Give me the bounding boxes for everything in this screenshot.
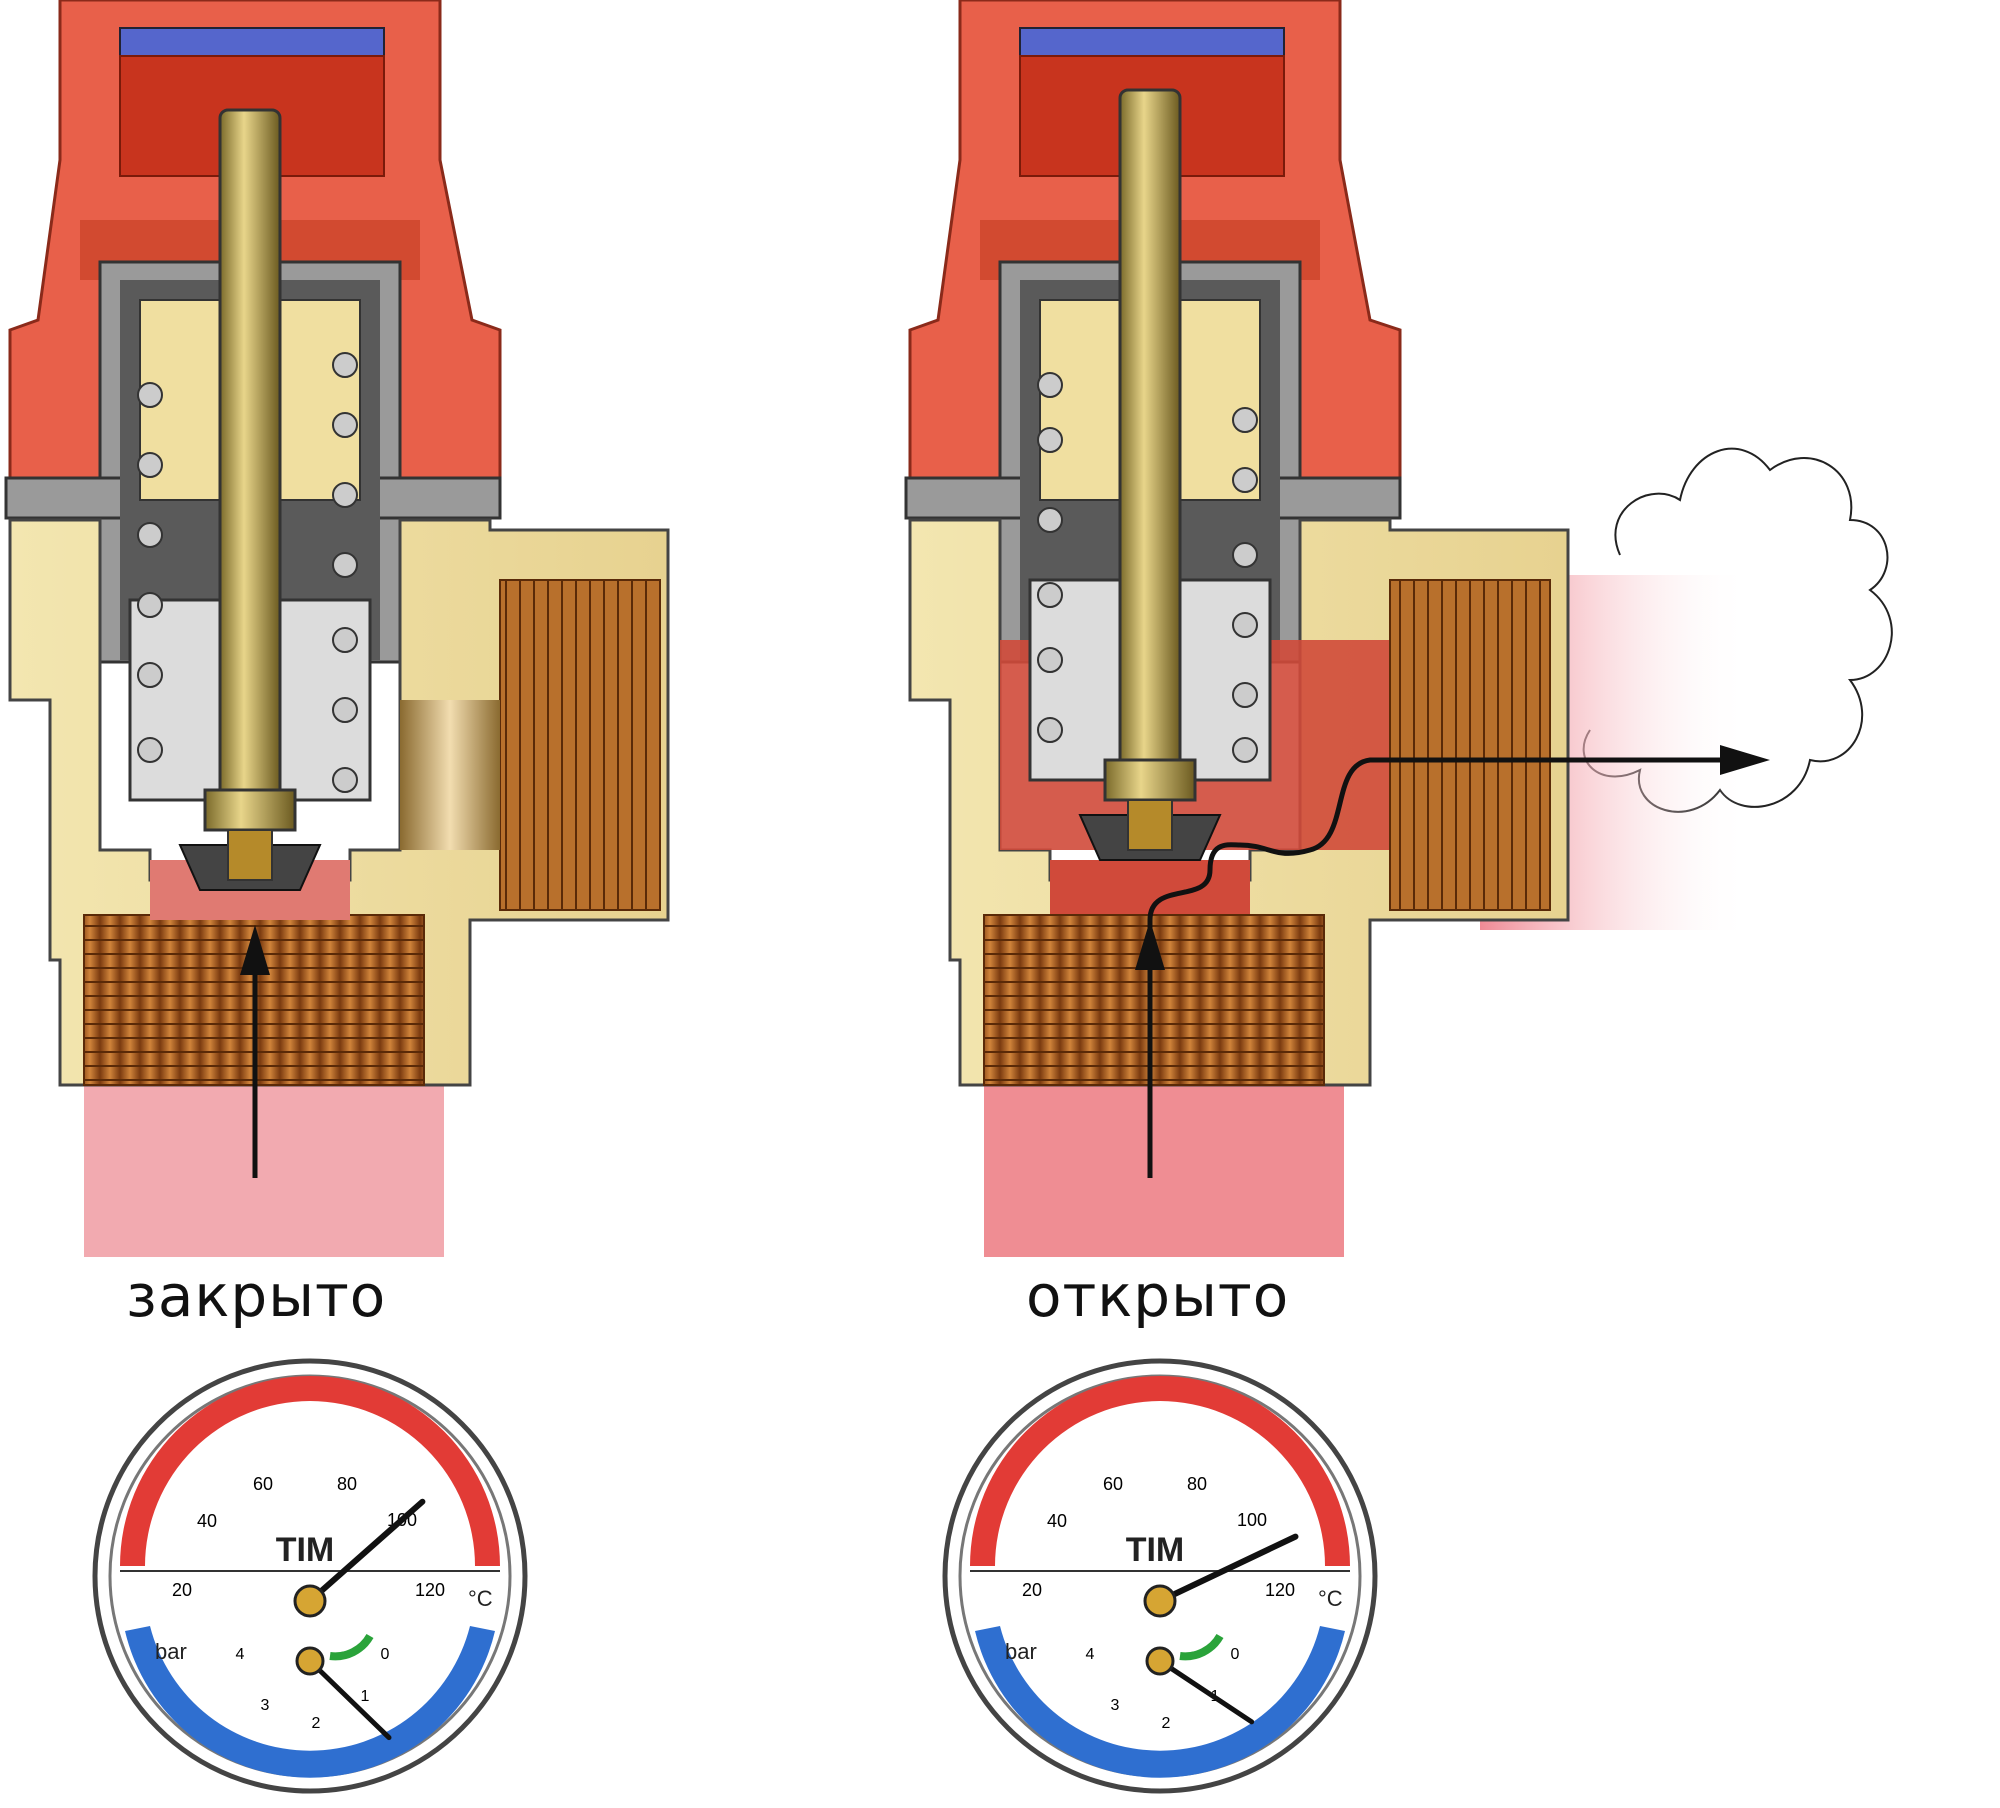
pressure-arc [125, 1626, 495, 1778]
inlet-thread [983, 914, 1325, 1086]
temp-tick-label: 120 [415, 1580, 445, 1600]
temp-tick-label: 80 [1187, 1474, 1207, 1494]
spring-coils [137, 352, 358, 793]
pressure-tick-label: 3 [1111, 1697, 1120, 1714]
valve-closed-cross-section [4, 0, 670, 1257]
inlet-water [984, 1085, 1344, 1257]
temp-tick-label: 20 [172, 1580, 192, 1600]
pressure-safe-zone [1179, 1633, 1224, 1661]
pressure-tick-label: 4 [236, 1646, 245, 1663]
pressure-tick-label: 4 [1086, 1646, 1095, 1663]
temp-tick-label: 20 [1022, 1580, 1042, 1600]
temp-arc [120, 1376, 500, 1566]
cap-blue-ring [1019, 27, 1285, 57]
temp-unit: °C [1318, 1586, 1343, 1611]
valve-stem [1118, 88, 1182, 782]
temp-tick-label: 60 [1103, 1474, 1123, 1494]
outlet-channel [400, 700, 500, 850]
pressure-unit: bar [155, 1639, 187, 1664]
temp-needle [307, 1498, 426, 1604]
pressure-tick-label: 0 [381, 1646, 390, 1663]
outlet-thread [1389, 579, 1551, 911]
temp-tick-label: 100 [1237, 1510, 1267, 1530]
inlet-water [84, 1085, 444, 1257]
flow-arrow [1147, 757, 1760, 1178]
temp-tick-label: 80 [337, 1474, 357, 1494]
temp-needle [1157, 1533, 1299, 1604]
pressure-tick-label: 0 [1231, 1646, 1240, 1663]
cap-blue-ring [119, 27, 385, 57]
pressure-safe-zone [329, 1633, 374, 1661]
temp-tick-label: 60 [253, 1474, 273, 1494]
temp-tick-label: 40 [1047, 1511, 1067, 1531]
pressure-arc [975, 1626, 1345, 1778]
valve-open-cross-section [904, 0, 1893, 1257]
temp-unit: °C [468, 1586, 493, 1611]
pressure-tick-label: 1 [361, 1688, 370, 1705]
pressure-needle [307, 1658, 392, 1741]
pressure-needle [1157, 1658, 1255, 1725]
temp-tick-label: 120 [1265, 1580, 1295, 1600]
temp-tick-label: 40 [197, 1511, 217, 1531]
pressure-tick-label: 2 [312, 1715, 321, 1732]
pressure-tick-label: 2 [1162, 1715, 1171, 1732]
gauge-open: TIM °C bar 20 40 60 80 100 120 4 3 2 1 0 [942, 1358, 1378, 1794]
label-open: открыто [1026, 1262, 1290, 1330]
pressure-tick-label: 3 [261, 1697, 270, 1714]
outlet-thread [499, 579, 661, 911]
label-closed: закрыто [126, 1262, 387, 1330]
gauge-brand: TIM [1126, 1531, 1185, 1569]
spring-coils [1037, 372, 1258, 763]
pressure-unit: bar [1005, 1639, 1037, 1664]
gauge-brand: TIM [276, 1531, 335, 1569]
valve-stem [218, 108, 282, 812]
gauge-closed: TIM °C bar 20 40 60 80 100 120 4 3 2 1 0 [92, 1358, 528, 1794]
temp-arc [970, 1376, 1350, 1566]
